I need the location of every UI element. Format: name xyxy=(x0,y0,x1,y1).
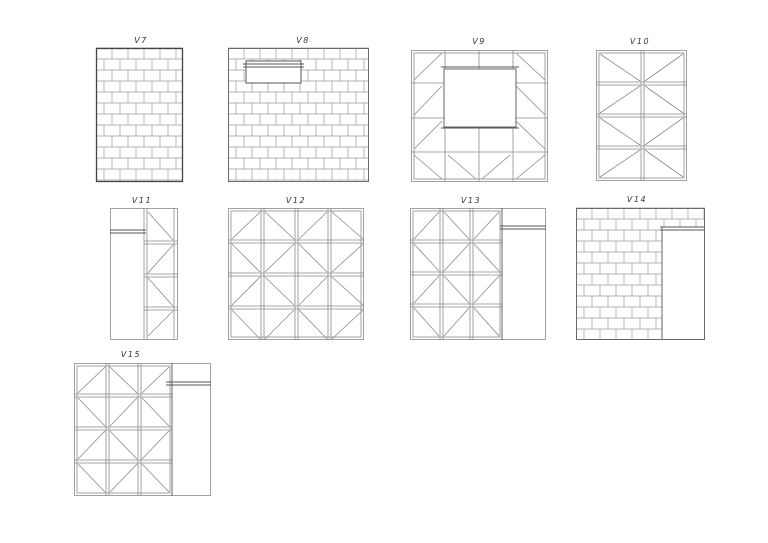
wall-label-v12: V12 xyxy=(285,196,307,205)
wall-label-v9: V9 xyxy=(472,37,486,46)
wall-label-v13: V13 xyxy=(460,196,482,205)
wall-outline xyxy=(576,208,705,340)
brick-pattern xyxy=(228,47,369,182)
wall-label-v15: V15 xyxy=(120,350,142,359)
wall-v10-timber xyxy=(596,50,687,181)
wall-label-v11: V11 xyxy=(131,196,153,205)
wall-v14-brick-opening xyxy=(576,207,705,340)
window-opening xyxy=(443,68,517,128)
brick-pattern xyxy=(96,47,183,182)
wall-v7-brick xyxy=(95,47,184,183)
wall-v8-brick-window xyxy=(228,47,369,182)
wall-outline xyxy=(95,47,184,183)
wall-outline xyxy=(228,48,369,182)
wall-v15-timber-opening xyxy=(74,363,211,496)
timber-frame xyxy=(410,208,546,340)
wall-label-v14: V14 xyxy=(626,195,648,204)
timber-frame xyxy=(228,208,364,340)
wall-label-v10: V10 xyxy=(629,37,651,46)
wall-label-v7: V7 xyxy=(134,36,148,45)
timber-frame xyxy=(110,208,178,340)
wall-label-v8: V8 xyxy=(296,36,310,45)
wall-v9-timber-opening xyxy=(411,50,548,182)
timber-frame xyxy=(596,50,687,181)
wall-v13-timber-opening xyxy=(410,208,546,340)
wall-v12-timber xyxy=(228,208,364,340)
wall-v11-timber-door xyxy=(110,208,178,340)
window-opening xyxy=(245,60,302,84)
timber-frame xyxy=(74,363,211,496)
